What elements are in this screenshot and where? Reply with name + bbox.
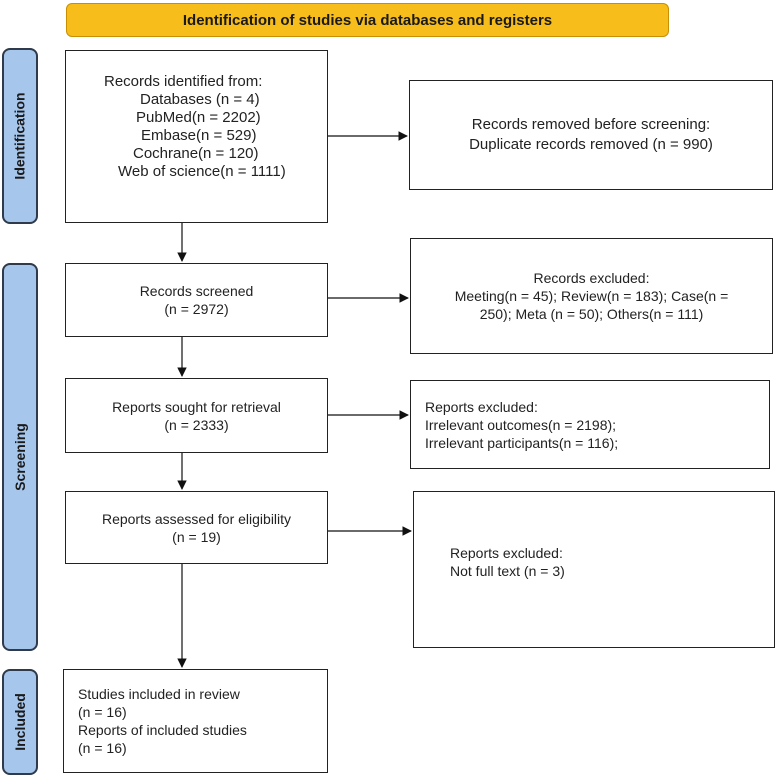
reports-assessed-count: (n = 19) — [172, 528, 221, 545]
records-screened-count: (n = 2972) — [164, 301, 229, 317]
embase-count: Embase(n = 529) — [141, 127, 257, 144]
cochrane-count: Cochrane(n = 120) — [133, 145, 259, 162]
records-screened-title: Records screened — [139, 283, 254, 299]
records-excluded-box: Records excluded: Meeting(n = 45); Revie… — [410, 238, 773, 354]
reports-included-title: Reports of included studies — [78, 722, 247, 738]
records-identified-title: Records identified from: — [104, 73, 263, 90]
studies-included-box: Studies included in review (n = 16) Repo… — [63, 669, 328, 773]
reports-included-count: (n = 16) — [78, 740, 127, 756]
studies-included-count: (n = 16) — [78, 704, 127, 720]
reports-excluded-2-title: Reports excluded: — [450, 545, 563, 561]
reports-excluded-box-2: Reports excluded: Not full text (n = 3) — [413, 491, 775, 648]
phase-included: Included — [2, 669, 38, 775]
reports-sought-count: (n = 2333) — [164, 416, 229, 433]
reports-sought-title: Reports sought for retrieval — [112, 398, 281, 415]
web-of-science-count: Web of science(n = 1111) — [118, 163, 286, 180]
records-removed-title: Records removed before screening: — [471, 116, 711, 133]
records-excluded-title: Records excluded: — [533, 270, 650, 286]
reports-assessed-box: Reports assessed for eligibility (n = 19… — [65, 491, 328, 564]
reports-sought-box: Reports sought for retrieval (n = 2333) — [65, 378, 328, 453]
records-removed-box: Records removed before screening: Duplic… — [409, 80, 773, 190]
records-excluded-detail-1: Meeting(n = 45); Review(n = 183); Case(n… — [454, 288, 729, 304]
records-excluded-detail-2: 250); Meta (n = 50); Others(n = 111) — [479, 306, 704, 322]
phase-identification: Identification — [2, 48, 38, 224]
duplicate-records-count: Duplicate records removed (n = 990) — [469, 136, 713, 153]
irrelevant-outcomes-count: Irrelevant outcomes(n = 2198); — [425, 416, 617, 433]
not-full-text-count: Not full text (n = 3) — [450, 563, 565, 579]
records-identified-box: Records identified from: Databases (n = … — [65, 50, 328, 223]
reports-assessed-title: Reports assessed for eligibility — [101, 510, 292, 527]
phase-screening: Screening — [2, 263, 38, 651]
databases-count: Databases (n = 4) — [140, 91, 260, 108]
records-screened-box: Records screened (n = 2972) — [65, 263, 328, 337]
irrelevant-participants-count: Irrelevant participants(n = 116); — [425, 434, 619, 451]
pubmed-count: PubMed(n = 2202) — [136, 109, 261, 126]
studies-included-title: Studies included in review — [78, 686, 240, 702]
reports-excluded-box-1: Reports excluded: Irrelevant outcomes(n … — [410, 380, 770, 469]
diagram-header: Identification of studies via databases … — [66, 3, 669, 37]
reports-excluded-1-title: Reports excluded: — [425, 398, 538, 415]
header-title: Identification of studies via databases … — [182, 11, 553, 29]
